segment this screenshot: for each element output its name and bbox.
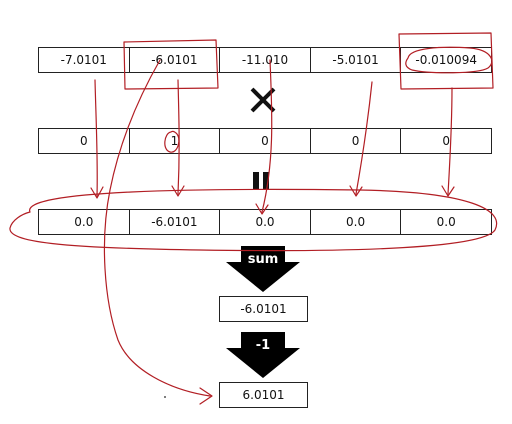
one-hot-cell: 0 — [39, 129, 130, 153]
one-hot-cell: 0 — [442, 134, 450, 148]
stray-dot — [164, 396, 166, 398]
input-vector-cell: -6.0101 — [130, 48, 221, 72]
sum-arrow: sum — [226, 246, 300, 292]
negate-label: -1 — [255, 338, 271, 353]
product-cell: -6.0101 — [130, 210, 221, 234]
input-vector-row: -7.0101 -6.0101 -11.010 -5.0101 -0.01009… — [38, 47, 492, 73]
final-result-box: 6.0101 — [219, 382, 308, 408]
down-arrow-icon — [226, 246, 300, 292]
down-arrow-icon — [226, 332, 300, 378]
one-hot-cell: 1 — [130, 129, 221, 153]
multiply-icon — [250, 87, 276, 113]
product-cell: 0.0 — [436, 215, 456, 229]
input-vector-cell: -11.010 — [220, 48, 311, 72]
product-cell: 0.0 — [220, 210, 311, 234]
one-hot-vector-row: 0 1 0 0 0 — [38, 128, 492, 154]
sum-result-box: -6.0101 — [219, 296, 308, 322]
input-vector-cell: -5.0101 — [311, 48, 402, 72]
one-hot-cell: 0 — [311, 129, 402, 153]
input-vector-cell: -7.0101 — [39, 48, 130, 72]
input-vector-cell: -0.010094 — [415, 53, 477, 67]
negate-arrow: -1 — [226, 332, 300, 378]
sum-label: sum — [247, 252, 279, 267]
product-cell: 0.0 — [311, 210, 402, 234]
product-cell: 0.0 — [39, 210, 130, 234]
product-vector-row: 0.0 -6.0101 0.0 0.0 0.0 — [38, 209, 492, 235]
one-hot-cell: 0 — [220, 129, 311, 153]
